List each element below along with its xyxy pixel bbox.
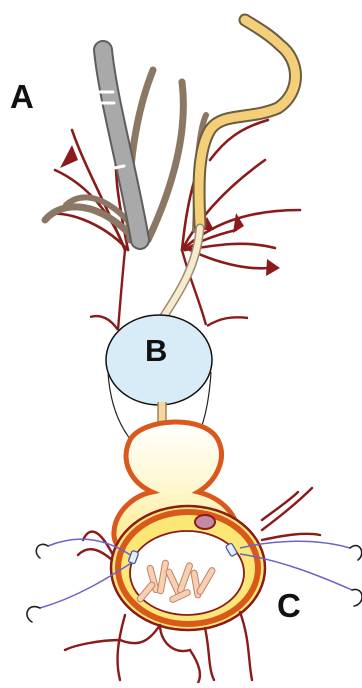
label-c: C [277,589,301,622]
vessel-branches-upper [48,120,300,268]
label-a: A [10,80,34,113]
graft-nodule [195,515,215,529]
guidewire-group [45,20,296,330]
label-b: B [145,335,167,366]
graft-body [111,422,265,630]
